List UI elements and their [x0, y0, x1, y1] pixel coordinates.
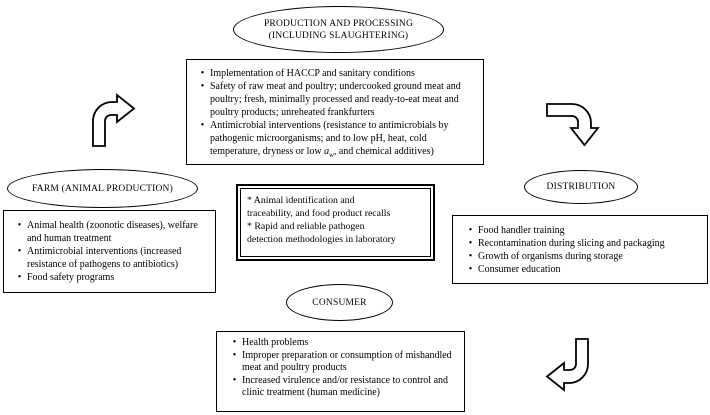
list-item: • Growth of organisms during storage [463, 250, 701, 263]
list-item-text-pre: Antimicrobial interventions (resistance … [210, 120, 449, 157]
center-interventions-box: * Animal identification and traceability… [236, 184, 435, 261]
bullet-marker: • [17, 246, 22, 257]
list-item-text: Animal health (zoonotic diseases), welfa… [27, 220, 198, 244]
node-label: CONSUMER [312, 297, 367, 308]
list-item: • Animal health (zoonotic diseases), wel… [12, 219, 212, 245]
bullet-marker: • [232, 337, 237, 348]
curved-arrow-farm-to-production-icon [92, 93, 136, 147]
list-item-text: Implementation of HACCP and sanitary con… [210, 68, 415, 79]
bullet-marker: • [200, 120, 205, 131]
node-label: FARM (ANIMAL PRODUCTION) [32, 183, 173, 194]
bullet-marker: • [232, 374, 237, 386]
water-activity-symbol: aw [324, 146, 334, 159]
consumer-issues-box: • Health problems • Improper preparation… [216, 331, 465, 412]
node-label-line1: PRODUCTION AND PROCESSING [263, 18, 414, 29]
center-line: detection methodologies in laboratory [247, 234, 396, 245]
list-item: • Antimicrobial interventions (increased… [12, 245, 212, 271]
bullet-marker: • [468, 264, 473, 275]
list-item: • Implementation of HACCP and sanitary c… [195, 67, 473, 80]
curved-arrow-distribution-to-consumer-icon [545, 338, 589, 392]
bullet-marker: • [468, 251, 473, 262]
node-label-line2: (INCLUDING SLAUGHTERING) [268, 30, 409, 41]
production-issues-box: • Implementation of HACCP and sanitary c… [186, 59, 484, 165]
bullet-marker: • [468, 238, 473, 249]
list-item-text: Food handler training [478, 225, 565, 236]
list-item-text: Consumer education [478, 264, 561, 275]
center-interventions-box-inner: * Animal identification and traceability… [240, 188, 431, 257]
list-item-text: Health problems [242, 337, 309, 348]
bullet-marker: • [468, 225, 473, 236]
water-activity-a: a [324, 146, 330, 157]
list-item-text: Improper preparation or consumption of m… [242, 349, 452, 374]
bullet-marker: • [17, 220, 22, 231]
list-item: • Recontamination during slicing and pac… [463, 237, 701, 250]
list-item-text: Growth of organisms during storage [478, 251, 623, 262]
bullet-marker: • [232, 349, 237, 361]
list-item: • Antimicrobial interventions (resistanc… [195, 119, 473, 162]
list-item-text: Safety of raw meat and poultry; undercoo… [210, 81, 461, 118]
list-item-text: Antimicrobial interventions (resistance … [210, 119, 473, 162]
list-item: • Food handler training [463, 224, 701, 237]
node-distribution: DISTRIBUTION [524, 170, 638, 204]
farm-issues-box: • Animal health (zoonotic diseases), wel… [3, 210, 216, 293]
bullet-marker: • [200, 81, 205, 92]
list-item-text: Recontamination during slicing and packa… [478, 238, 665, 249]
list-item-text-post: , and chemical additives) [333, 146, 434, 157]
center-line: * Rapid and reliable pathogen [247, 221, 365, 232]
list-item-text: Food safety programs [27, 272, 115, 283]
list-item-text: Antimicrobial interventions (increased r… [27, 246, 182, 270]
list-item: • Consumer education [463, 263, 701, 276]
distribution-issues-box: • Food handler training • Recontaminatio… [452, 215, 708, 284]
list-item: • Food safety programs [12, 271, 212, 284]
node-farm: FARM (ANIMAL PRODUCTION) [7, 169, 198, 208]
water-activity-w: w [329, 151, 334, 159]
list-item-text: Increased virulence and/or resistance to… [242, 374, 449, 399]
bullet-marker: • [17, 272, 22, 283]
node-consumer: CONSUMER [286, 284, 393, 321]
list-item: • Improper preparation or consumption of… [227, 350, 458, 375]
center-line: traceability, and food product recalls [247, 208, 391, 219]
center-line: * Animal identification and [247, 195, 355, 206]
list-item: • Increased virulence and/or resistance … [227, 375, 458, 400]
list-item: • Health problems [227, 337, 458, 350]
bullet-marker: • [200, 68, 205, 79]
curved-arrow-production-to-distribution-icon [546, 103, 600, 147]
node-label: DISTRIBUTION [546, 182, 616, 192]
list-item: • Safety of raw meat and poultry; underc… [195, 80, 473, 119]
node-production-processing: PRODUCTION AND PROCESSING (INCLUDING SLA… [233, 6, 444, 53]
